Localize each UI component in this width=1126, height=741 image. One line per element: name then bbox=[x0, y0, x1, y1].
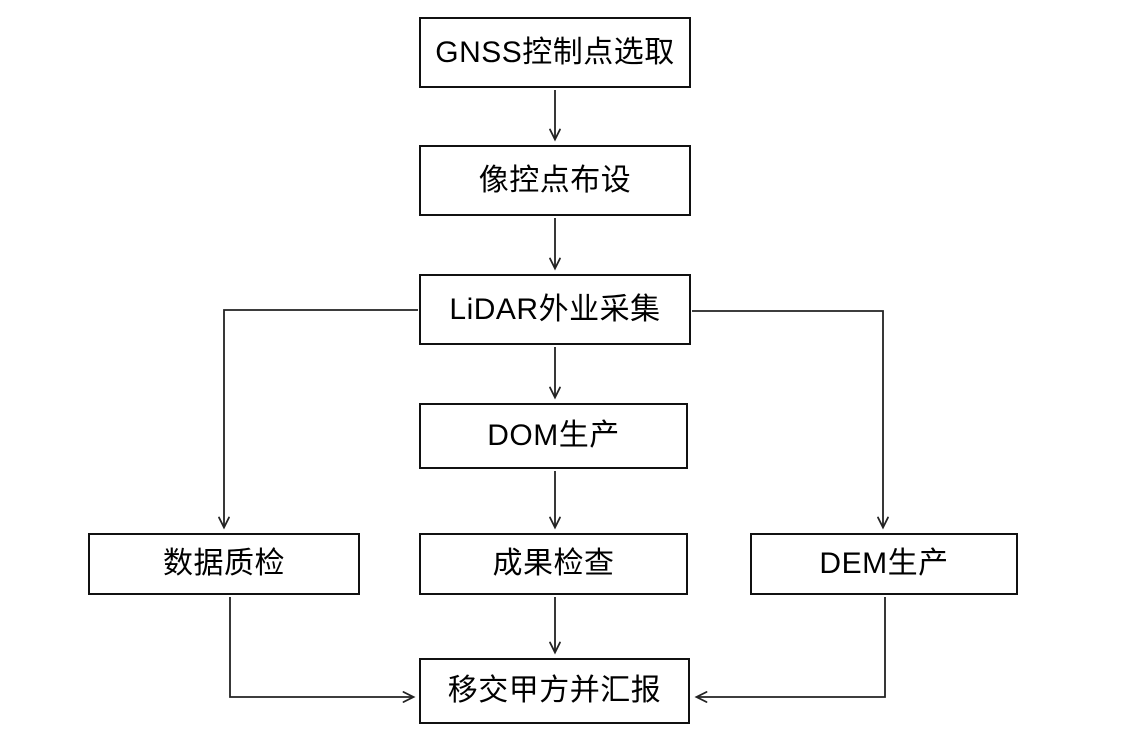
node-label: 成果检查 bbox=[492, 547, 615, 580]
node-dem-production[interactable]: DEM生产 bbox=[750, 533, 1018, 595]
node-label: GNSS控制点选取 bbox=[435, 35, 675, 69]
node-label: 数据质检 bbox=[163, 547, 285, 580]
node-lidar-field-collection[interactable]: LiDAR外业采集 bbox=[419, 274, 691, 345]
edge-lidar-to-qc bbox=[218, 309, 418, 530]
node-label: DOM生产 bbox=[487, 419, 620, 452]
node-handover-and-report[interactable]: 移交甲方并汇报 bbox=[419, 658, 690, 724]
node-label: 像控点布设 bbox=[478, 163, 632, 197]
node-data-quality-inspection[interactable]: 数据质检 bbox=[88, 533, 360, 595]
edge-dem-to-handover bbox=[694, 597, 886, 703]
node-label: DEM生产 bbox=[819, 547, 949, 580]
edge-lidar-to-dem bbox=[692, 310, 889, 530]
node-result-check[interactable]: 成果检查 bbox=[419, 533, 688, 595]
node-ground-control-point-layout[interactable]: 像控点布设 bbox=[419, 145, 691, 216]
node-label: LiDAR外业采集 bbox=[449, 292, 661, 326]
edge-qc-to-handover bbox=[229, 597, 416, 703]
node-dom-production[interactable]: DOM生产 bbox=[419, 403, 688, 469]
node-gnss-control-point-selection[interactable]: GNSS控制点选取 bbox=[419, 17, 691, 88]
node-label: 移交甲方并汇报 bbox=[447, 674, 662, 707]
